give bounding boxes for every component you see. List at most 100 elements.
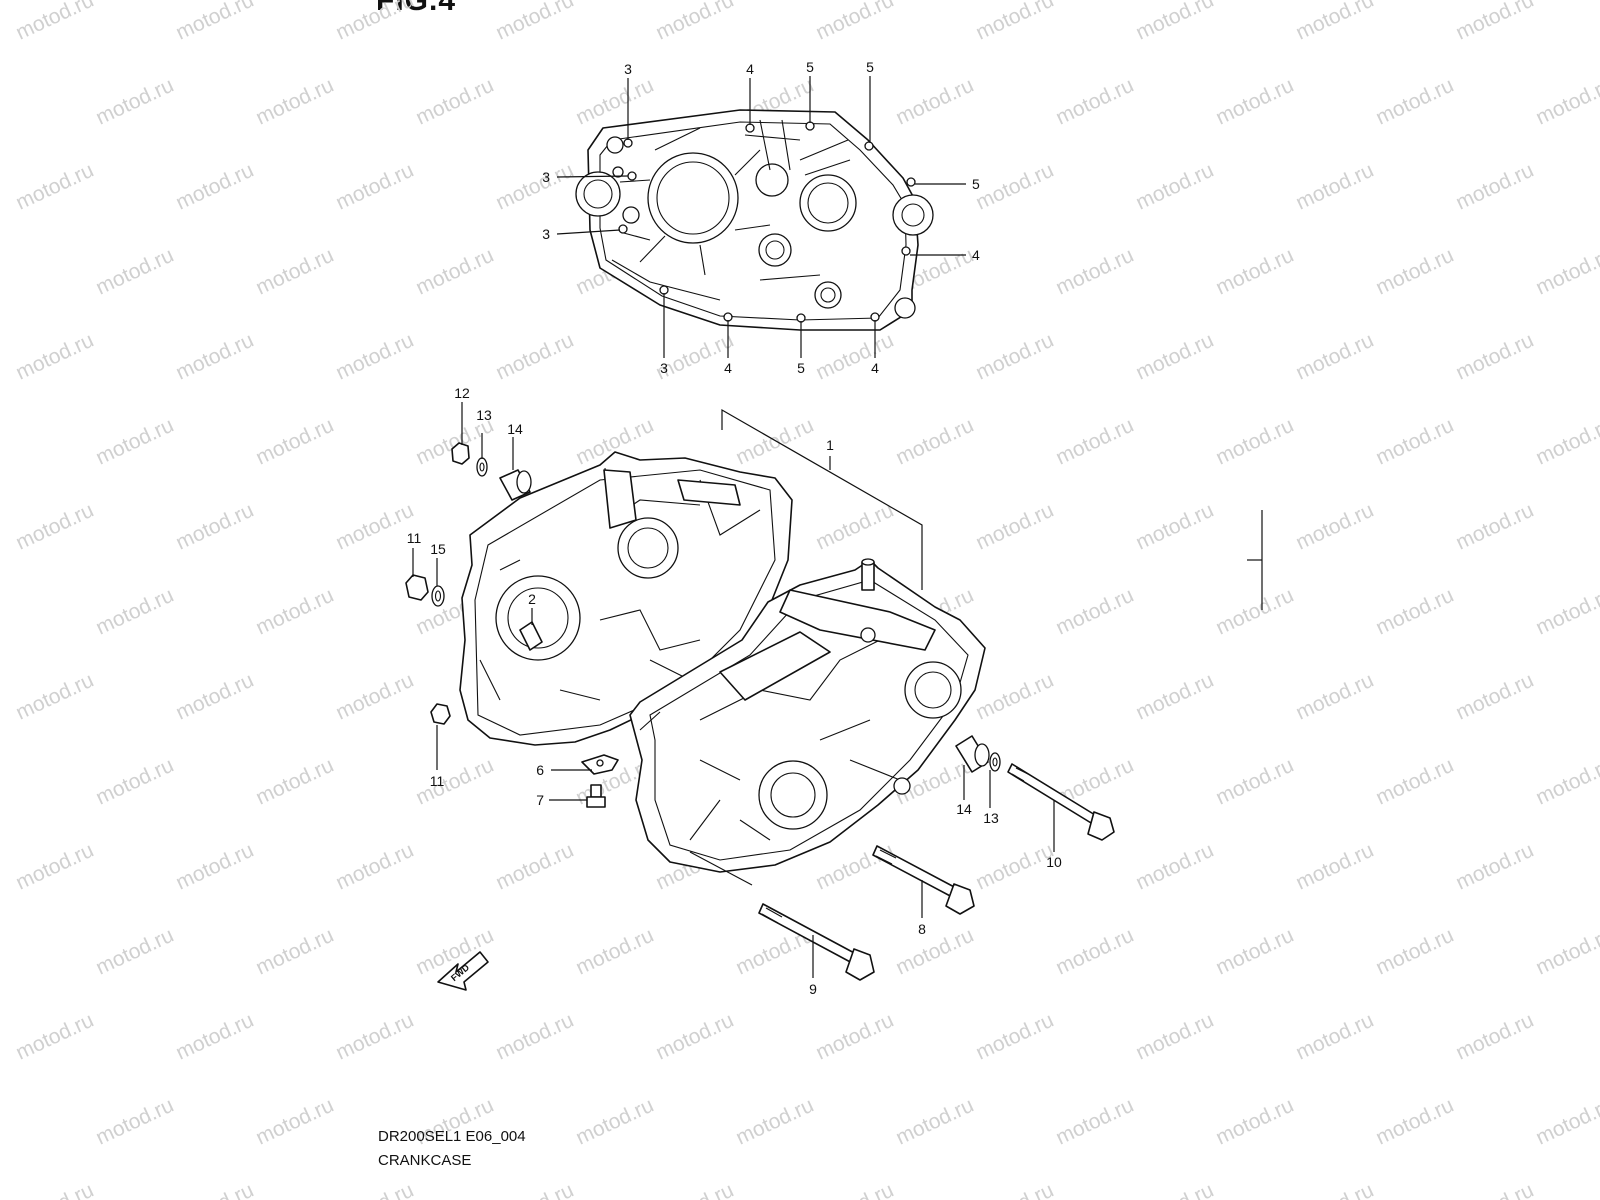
callout-2: 2 [528, 591, 536, 607]
watermark-text: motod.ru [1372, 74, 1457, 130]
callout-11-b: 11 [430, 773, 445, 789]
watermark-text: motod.ru [492, 1009, 577, 1065]
watermark-text: motod.ru [1212, 924, 1297, 980]
watermark-text: motod.ru [972, 0, 1057, 45]
watermark-text: motod.ru [1052, 1094, 1137, 1150]
callout-top-3-b: 3 [542, 169, 550, 185]
watermark-text: motod.ru [1452, 839, 1537, 895]
watermark-text: motod.ru [572, 74, 657, 130]
callout-top-5-c: 5 [972, 176, 980, 192]
watermark-text: motod.ru [1212, 754, 1297, 810]
watermark-text: motod.ru [412, 754, 497, 810]
exploded-leader-lines [412, 402, 1055, 978]
watermark-text: motod.ru [1452, 0, 1537, 45]
callout-14-a: 14 [507, 421, 523, 437]
watermark-text: motod.ru [812, 499, 897, 555]
callout-12: 12 [454, 385, 470, 401]
callout-top-5-d: 5 [797, 360, 805, 376]
watermark-text: motod.ru [1372, 244, 1457, 300]
watermark-text: motod.ru [1292, 669, 1377, 725]
watermark-text: motod.ru [1212, 1094, 1297, 1150]
watermark-text: motod.ru [1292, 839, 1377, 895]
watermark-text: motod.ru [1532, 1094, 1600, 1150]
callout-top-5-b: 5 [866, 59, 874, 75]
watermark-text: motod.ru [172, 499, 257, 555]
callout-6: 6 [536, 762, 544, 778]
watermark-text: motod.ru [1292, 329, 1377, 385]
watermark-text: motod.ru [1052, 414, 1137, 470]
watermark-text: motod.ru [1132, 1009, 1217, 1065]
watermark-text: motod.ru [332, 669, 417, 725]
watermark-text: motod.ru [92, 414, 177, 470]
watermark-text: motod.ru [172, 839, 257, 895]
callout-9: 9 [809, 981, 817, 997]
callout-8: 8 [918, 921, 926, 937]
callout-top-4-b: 4 [972, 247, 980, 263]
watermark-text: motod.ru [92, 1094, 177, 1150]
callout-1: 1 [826, 437, 834, 453]
watermark-text: motod.ru [252, 754, 337, 810]
watermark-text: motod.ru [12, 0, 97, 45]
part-7-screw [590, 784, 602, 798]
watermark-text: motod.ru [412, 244, 497, 300]
model-code: DR200SEL1 E06_004 [378, 1128, 526, 1145]
watermark-text: motod.ru [1132, 839, 1217, 895]
watermark-text: motod.ru [332, 499, 417, 555]
watermark-text: motod.ru [1132, 1179, 1217, 1200]
watermark-text: motod.ru [92, 924, 177, 980]
callout-13-b: 13 [983, 810, 999, 826]
watermark-text: motod.ru [1292, 1179, 1377, 1200]
callout-13-a: 13 [476, 407, 492, 423]
watermark-text: motod.ru [1052, 584, 1137, 640]
watermark-text: motod.ru [972, 159, 1057, 215]
watermark-text: motod.ru [812, 1179, 897, 1200]
part-15-washer [431, 585, 445, 607]
watermark-text: motod.ru [1532, 74, 1600, 130]
callout-top-4-c: 4 [724, 360, 732, 376]
watermark-text: motod.ru [892, 924, 977, 980]
watermark-text: motod.ru [92, 754, 177, 810]
watermark-text: motod.ru [12, 669, 97, 725]
watermark-text: motod.ru [652, 0, 737, 45]
watermark-text: motod.ru [492, 0, 577, 45]
watermark-text: motod.ru [1372, 754, 1457, 810]
watermark-text: motod.ru [412, 74, 497, 130]
watermark-text: motod.ru [1372, 924, 1457, 980]
watermark-text: motod.ru [892, 1094, 977, 1150]
watermark-text: motod.ru [1452, 1179, 1537, 1200]
watermark-text: motod.ru [92, 244, 177, 300]
callout-top-4-d: 4 [871, 360, 879, 376]
watermark-text: motod.ru [1372, 584, 1457, 640]
watermark-text: motod.ru [12, 499, 97, 555]
callout-top-4-a: 4 [746, 61, 754, 77]
watermark-text: motod.ru [812, 839, 897, 895]
top-view-leader-lines [556, 76, 966, 358]
part-8-bolt [872, 845, 959, 899]
watermark-text: motod.ru [972, 1179, 1057, 1200]
watermark-text: motod.ru [1132, 0, 1217, 45]
watermark-text: motod.ru [332, 329, 417, 385]
watermark-text: motod.ru [252, 1094, 337, 1150]
watermark-text: motod.ru [972, 839, 1057, 895]
watermark-text: motod.ru [252, 924, 337, 980]
watermark-text: motod.ru [1532, 754, 1600, 810]
watermark-text: motod.ru [92, 74, 177, 130]
watermark-text: motod.ru [172, 0, 257, 45]
watermark-text: motod.ru [1212, 244, 1297, 300]
margin-marker [1247, 510, 1263, 610]
watermark-text: motod.ru [892, 414, 977, 470]
watermark-text: motod.ru [252, 244, 337, 300]
watermark-text: motod.ru [572, 1094, 657, 1150]
watermark-text: motod.ru [972, 329, 1057, 385]
watermark-text: motod.ru [1452, 669, 1537, 725]
watermark-text: motod.ru [1532, 584, 1600, 640]
callout-top-5-a: 5 [806, 59, 814, 75]
part-12-nut [451, 442, 470, 465]
watermark-text: motod.ru [332, 839, 417, 895]
watermark-text: motod.ru [252, 74, 337, 130]
watermark-text: motod.ru [332, 1009, 417, 1065]
watermark-text: motod.ru [1212, 584, 1297, 640]
watermark-text: motod.ru [1132, 159, 1217, 215]
watermark-text: motod.ru [892, 74, 977, 130]
